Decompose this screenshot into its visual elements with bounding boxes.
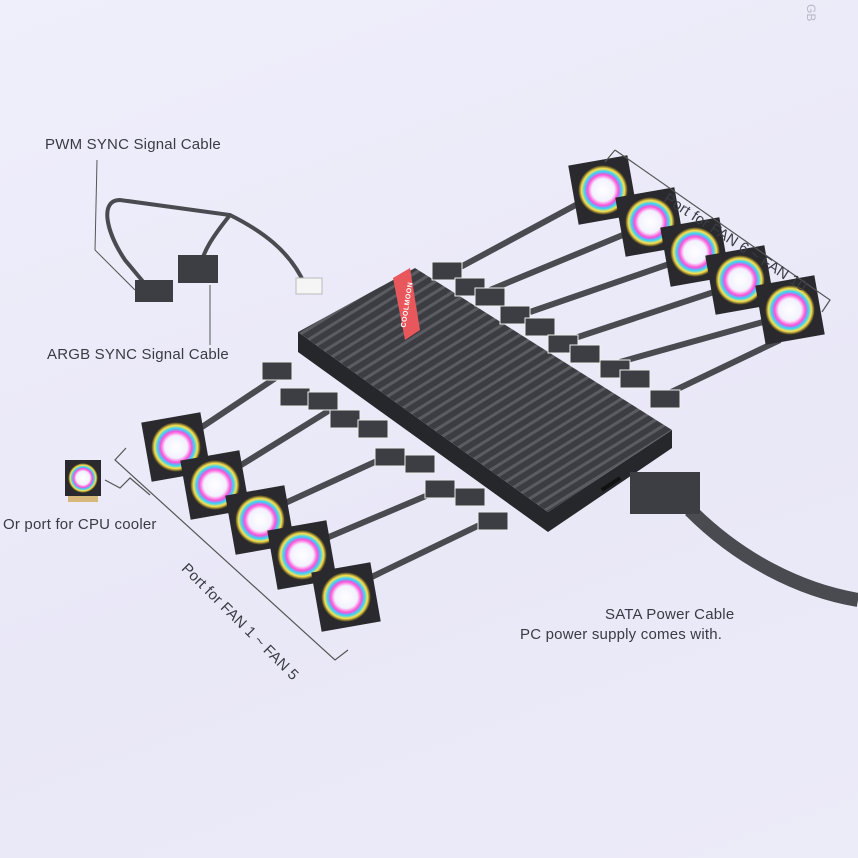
fans-bottom xyxy=(141,412,381,632)
fan-cables-top xyxy=(453,197,782,398)
cpu-cooler-icon xyxy=(65,460,101,502)
sync-cable xyxy=(94,159,307,345)
argb-connector xyxy=(178,255,218,283)
fan-cables-bottom xyxy=(188,372,492,588)
argb-cable-label: ARGB SYNC Signal Cable xyxy=(47,346,229,363)
pwm-connector xyxy=(135,280,173,302)
sata-cable-label: SATA Power Cable xyxy=(605,606,735,623)
hub-plug xyxy=(295,277,323,295)
connectors-bottom xyxy=(261,361,509,531)
corner-text: GB xyxy=(804,4,818,22)
pwm-cable-label: PWM SYNC Signal Cable xyxy=(45,136,221,153)
connectors-top xyxy=(431,261,681,409)
hub-logo xyxy=(393,268,420,340)
psu-note: PC power supply comes with. xyxy=(520,626,723,643)
argb-hub: COOLMOON xyxy=(298,268,672,532)
fans-top xyxy=(568,155,825,345)
brackets xyxy=(104,149,831,661)
cpu-cooler-label: Or port for CPU cooler xyxy=(3,516,157,533)
sata-cable xyxy=(630,472,858,607)
